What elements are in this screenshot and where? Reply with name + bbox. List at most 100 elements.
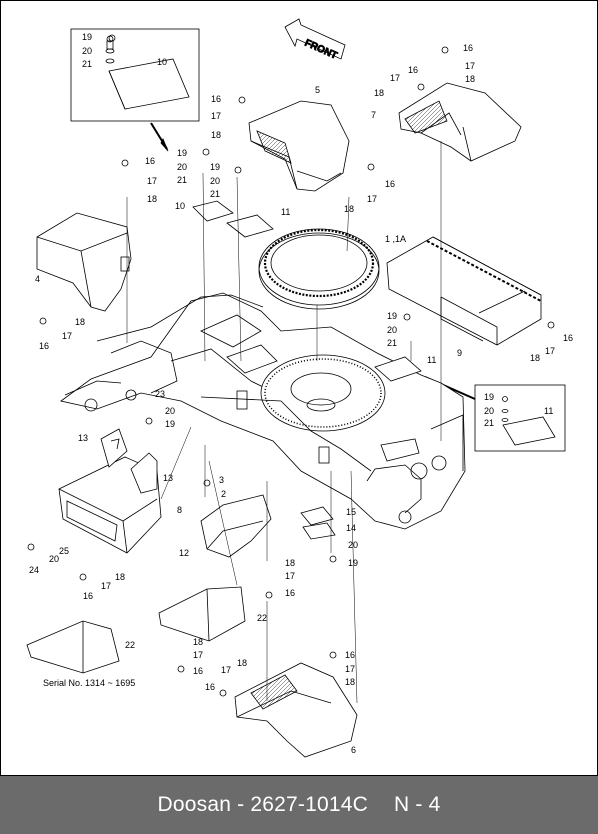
callout: 19 [210, 162, 220, 172]
callout: 16 [345, 650, 355, 660]
callout: 9 [457, 348, 462, 358]
callout: 17 [211, 111, 221, 121]
callout: 19 [82, 32, 92, 42]
callout: 22 [125, 640, 135, 650]
callout: 16 [83, 591, 93, 601]
callout: 19 [165, 419, 175, 429]
serial-note: Serial No. 1314 ~ 1695 [43, 678, 135, 688]
part-4-cover [36, 212, 132, 312]
callout: 13 [78, 433, 88, 443]
callout: 21 [387, 338, 397, 348]
callout: 13 [163, 473, 173, 483]
callout: 17 [367, 194, 377, 204]
callout: 5 [315, 85, 320, 95]
callout: 16 [205, 682, 215, 692]
callout: 17 [221, 665, 231, 675]
callout: 21 [210, 189, 220, 199]
part-12-bracket [200, 494, 272, 558]
callout: 18 [530, 353, 540, 363]
callout: 16 [145, 156, 155, 166]
part-1-swing-bearing [258, 228, 380, 310]
callout: 10 [175, 201, 185, 211]
callout: 8 [177, 505, 182, 515]
part-7-cover [398, 82, 522, 162]
callout: 22 [257, 613, 267, 623]
callout: 16 [463, 43, 473, 53]
callout-labels: 19 20 21 10 16 17 18 5 16 17 18 16 17 18… [29, 32, 573, 755]
part-22-guard-upper [158, 586, 246, 642]
callout: 19 [387, 311, 397, 321]
callout: 17 [193, 650, 203, 660]
callout: 18 [75, 317, 85, 327]
callout: 20 [82, 46, 92, 56]
callout: 11 [427, 355, 436, 365]
page-number: N - 4 [393, 793, 441, 816]
callout: 16 [211, 94, 221, 104]
callout: 4 [35, 274, 40, 284]
part-13-brackets [100, 428, 158, 494]
callout: 17 [545, 346, 555, 356]
callout: 11 [544, 406, 553, 416]
callout: 16 [563, 333, 573, 343]
callout: 18 [237, 658, 247, 668]
callout: 11 [281, 207, 290, 217]
callout: 21 [484, 418, 494, 428]
callout: 16 [193, 666, 203, 676]
upper-frame-main [60, 292, 466, 530]
leader-lines [126, 141, 442, 704]
callout: 18 [115, 572, 125, 582]
callout: 2 [221, 489, 226, 499]
detail-box-cover-10 [70, 28, 200, 152]
part-22-guard-lower [26, 620, 120, 674]
cover-plates-10-11 [192, 200, 422, 540]
callout: 17 [62, 331, 72, 341]
callout: 17 [465, 61, 475, 71]
callout: 18 [211, 130, 221, 140]
part-9-box-assembly [386, 236, 542, 346]
callout: 17 [101, 581, 111, 591]
callout: 17 [285, 571, 295, 581]
callout: 21 [177, 175, 187, 185]
callout: 18 [374, 88, 384, 98]
part-6-cover [234, 662, 358, 758]
callout: 18 [345, 677, 355, 687]
callout: 18 [285, 558, 295, 568]
callout: 17 [345, 664, 355, 674]
callout: 7 [371, 110, 376, 120]
callout: 24 [29, 565, 39, 575]
parts-diagram-sheet: FRONT [0, 0, 598, 776]
callout: 18 [147, 194, 157, 204]
callout: 17 [147, 176, 157, 186]
callout: 18 [465, 74, 475, 84]
callout: 18 [344, 204, 354, 214]
part-5-cover [248, 100, 350, 192]
callout: 20 [348, 540, 358, 550]
front-direction-arrow: FRONT [284, 18, 346, 62]
callout: 18 [193, 637, 203, 647]
callout: 10 [157, 57, 167, 67]
callout: 15 [346, 507, 356, 517]
callout: 20 [387, 325, 397, 335]
exploded-view-drawing: FRONT [26, 18, 573, 758]
callout: 19 [177, 148, 187, 158]
callout: 14 [346, 523, 356, 533]
callout: 17 [390, 73, 400, 83]
callout: 20 [484, 406, 494, 416]
fastener-bolts [27, 34, 555, 697]
callout: 16 [285, 588, 295, 598]
callout: 20 [165, 406, 175, 416]
callout: 16 [408, 65, 418, 75]
callout: 20 [177, 162, 187, 172]
callout: 3 [219, 475, 224, 485]
callout: 16 [39, 341, 49, 351]
part-reference: Doosan - 2627-1014C [157, 793, 368, 816]
callout: 20 [49, 554, 59, 564]
callout: 16 [385, 179, 395, 189]
callout: 12 [179, 548, 189, 558]
callout: 19 [348, 558, 358, 568]
callout: 1 ,1A [385, 234, 406, 244]
callout: 23 [155, 389, 165, 399]
callout: 20 [210, 176, 220, 186]
callout: 19 [484, 392, 494, 402]
callout: 6 [351, 745, 356, 755]
